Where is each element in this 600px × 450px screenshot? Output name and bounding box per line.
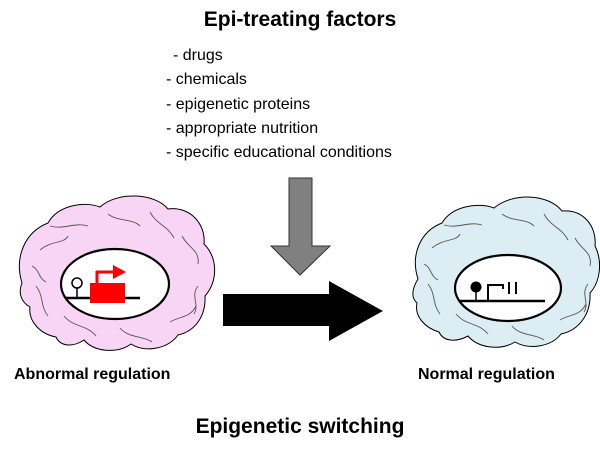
factor-list: - drugs - chemicals - epigenetic protein… — [166, 44, 392, 165]
right-brain-folds — [423, 213, 591, 341]
factor-item: - appropriate nutrition — [166, 119, 319, 137]
factor-item: - epigenetic proteins — [166, 95, 311, 113]
transcription-arrow-icon — [95, 265, 126, 283]
diagram-title: Epi-treating factors — [203, 8, 397, 31]
right-brain — [412, 196, 600, 348]
factor-item: - specific educational conditions — [166, 144, 392, 162]
unmethylated-cpg-icon — [71, 277, 83, 289]
silenced-promoter-icon — [487, 282, 517, 301]
factor-item: - chemicals — [166, 71, 247, 89]
down-arrow — [269, 177, 332, 276]
switch-arrow — [223, 281, 383, 341]
left-brain — [18, 195, 216, 351]
active-gene-box — [90, 283, 125, 303]
epigenetic-switching-title: Epigenetic switching — [195, 415, 405, 438]
factor-item: - drugs — [173, 47, 223, 64]
left-brain-folds — [31, 211, 199, 343]
normal-regulation-label: Normal regulation — [418, 366, 555, 383]
abnormal-regulation-label: Abnormal regulation — [14, 366, 171, 383]
methylated-cpg-icon — [470, 281, 482, 293]
